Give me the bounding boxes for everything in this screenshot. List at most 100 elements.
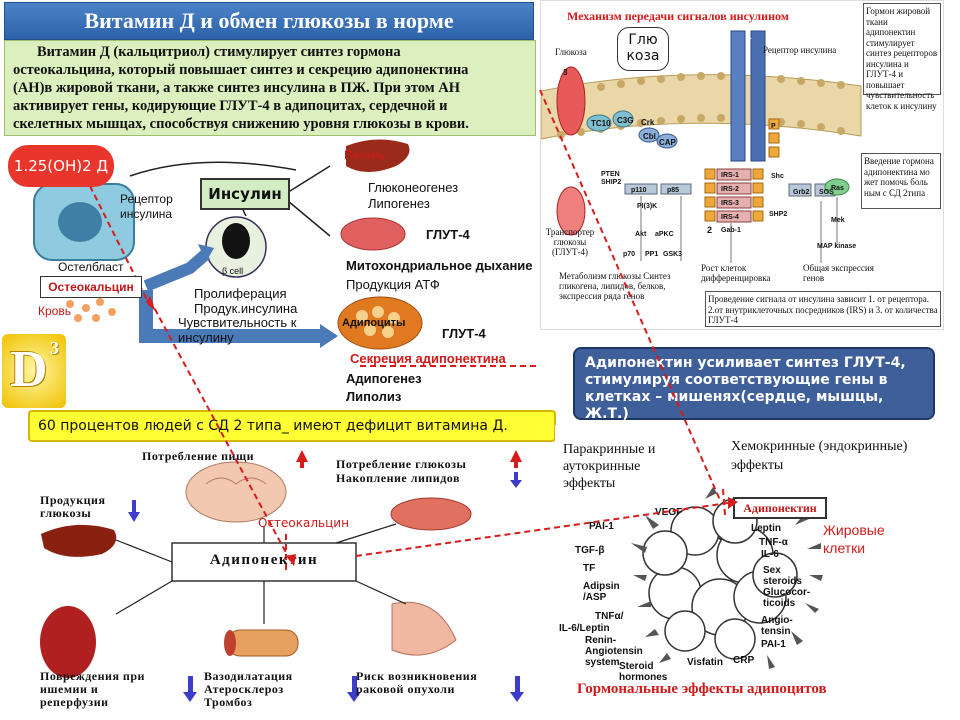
protein-p110: p110 [631, 187, 647, 194]
gene-expression-label: Общая экспрессия генов [803, 263, 874, 283]
factor-pai-1-r: PAI-1 [761, 639, 786, 650]
blood-label: Кровь [38, 304, 71, 318]
protein-irs3: IRS-3 [721, 200, 739, 207]
protein-pi3k: PI(3)K [637, 203, 658, 210]
factor-pai-1: PAI-1 [589, 521, 614, 532]
number-2: 2 [707, 225, 713, 235]
summary-line: Адипонектин усиливает синтез ГЛУТ-4, [585, 355, 906, 371]
osteoblast-label: Остелбласт [58, 260, 124, 274]
factor-tf: TF [583, 563, 596, 574]
summary-line: клетках – мишенях(сердце, мышцы, Ж.Т.) [585, 389, 884, 422]
glucose-label: Глюкоза [555, 47, 587, 57]
factor-steroid-hormones: Steroid hormones [619, 661, 668, 683]
insulin-signaling-panel: Механизм передачи сигналов инсулином Глю… [540, 0, 944, 330]
protein-mek: Mek [831, 217, 845, 224]
protein-ras: Ras [831, 185, 844, 192]
protein-crk: Crk [641, 118, 655, 127]
deficiency-banner: 60 процентов людей с СД 2 типа_ имеют де… [28, 410, 556, 442]
mechanism-title: Механизм передачи сигналов инсулином [567, 9, 789, 23]
adiponectin-note-mid: Введение гормона адипонектина мо жет пом… [861, 153, 941, 209]
factor-renin-angiotensin: Renin-Angiotensin system [585, 635, 643, 668]
intro-line: активирует гены, кодирующие ГЛУТ-4 в ади… [13, 98, 448, 114]
glucose-production-label: Продукция глюкозы [40, 493, 106, 520]
adiponectin-effects-panel: Потребление пищи Потребление глюкозы Нак… [36, 444, 526, 720]
protein-c3g: C3G [617, 116, 634, 125]
protein-sos: SOS [819, 189, 834, 196]
mito-respiration-label: Митохондриальное дыхание [346, 258, 533, 273]
food-intake-label: Потребление пищи [142, 449, 255, 463]
beta-effect-proliferation: Пролиферация [194, 286, 287, 301]
liver-effect-lipogenesis: Липогенез [368, 196, 430, 211]
ischemia-label: Повреждения при ишемии и реперфузии [40, 669, 145, 709]
adiponectin-rect-label: Адипонектин [733, 497, 827, 519]
number-3: 3 [563, 68, 568, 77]
protein-gab1: Gab-1 [721, 227, 741, 234]
vasodilation-label: Вазодилатация Атеросклероз Тромбоз [204, 669, 293, 709]
intro-line: остеокальцина, который повышает синтез и… [13, 62, 469, 78]
factor-crp: CRP [733, 655, 755, 666]
glucose-bubble: Глю коза [617, 27, 669, 71]
factor-tgf-beta: TGF-β [575, 545, 605, 556]
factor-vegf: VEGF [655, 507, 683, 518]
protein-cbl: Cbl [643, 132, 656, 141]
protein-irs4: IRS-4 [721, 214, 739, 221]
liver-label: Печень [344, 148, 385, 162]
superscript-3: 3 [50, 338, 59, 358]
page-title: Витамин Д и обмен глюкозы в норме [4, 2, 534, 40]
adipocyte-effects-caption: Гормональные эффекты адипоцитов [577, 681, 827, 697]
intro-line: скелетных мышцах, способствуя снижению у… [13, 116, 469, 132]
adipocyte-hormones-panel: Паракринные и аутокринные эффекты Хемокр… [555, 425, 960, 720]
protein-irs2: IRS-2 [721, 186, 739, 193]
adiponectin-summary: Адипонектин усиливает синтез ГЛУТ-4, сти… [573, 347, 935, 422]
adiponectin-secretion-label: Секреция адипонектина [350, 351, 506, 366]
protein-irs1: IRS-1 [721, 172, 739, 179]
protein-apkc: aPKC [655, 231, 674, 238]
insulin-box: Инсулин [200, 178, 290, 210]
protein-cap: CAP [659, 138, 676, 147]
summary-line: стимулируя соответствующие гены в [585, 372, 888, 388]
liver-effect-gluconeogenesis: Глюконеогенез [368, 180, 459, 195]
cell-growth-label: Рост клеток дифференцировка [701, 263, 771, 283]
fat-cells-label: Жировые клетки [823, 522, 885, 556]
vitamin-d3-logo: D 3 [2, 334, 66, 408]
lipid-accumulation-label: Накопление липидов [336, 471, 460, 485]
tumor-risk-label: Риск возникновения раковой опухоли [356, 669, 478, 696]
adipogenesis-label: Адипогенез [346, 371, 422, 386]
receptor-label: Рецептор инсулина [763, 45, 837, 55]
protein-grb2: Grb2 [793, 189, 810, 196]
factor-il6-r: IL-6 [761, 549, 779, 560]
adiponectin-center-label: Адипонектин [209, 552, 319, 568]
factor-leptin: Leptin [751, 523, 781, 534]
intro-line: (АН)в жировой ткани, а также синтез инсу… [13, 80, 461, 96]
factor-adipsin: Adipsin /ASP [583, 581, 620, 603]
factor-tnf-alpha: TNFα/ [595, 611, 624, 622]
factor-angiotensin: Angio-tensin [761, 615, 793, 637]
metabolism-label: Метаболизм глюкозы Синтез гликогена, лип… [559, 271, 671, 301]
protein-pten: PTEN SHIP2 [601, 171, 622, 186]
pathway-diagram [33, 139, 540, 367]
protein-p70: p70 [623, 251, 636, 258]
signal-dependence-note: Проведение сигнала от инсулина зависит 1… [705, 291, 941, 327]
number-1: 1 [747, 32, 752, 41]
glut4-adipo-label: ГЛУТ-4 [442, 326, 486, 341]
factor-tnf-alpha-r: TNF-α [759, 537, 788, 548]
transporter-label: Транспортер глюкозы (ГЛУТ-4) [545, 227, 595, 257]
adiponectin-note-top: Гормон жировой ткани адипонектин стимули… [863, 3, 941, 111]
factor-il6-leptin: IL-6/Leptin [559, 623, 610, 634]
factor-visfatin: Visfatin [687, 657, 723, 668]
atp-production-label: Продукция АТФ [346, 277, 440, 292]
glucose-uptake-label: Потребление глюкозы [336, 457, 467, 471]
insulin-receptor-label: Рецептор инсулина [120, 192, 173, 221]
adipocytes-label: Адипоциты [342, 317, 406, 329]
vitamin-d-badge: 1.25(OH)2 Д [8, 145, 114, 187]
protein-shp2: SHP2 [769, 211, 788, 218]
protein-p85: p85 [667, 187, 680, 194]
beta-cell-label: β cell [222, 266, 244, 276]
osteocalcin-lower-label: Остеокальцин [258, 516, 349, 530]
insulin-sensitivity-label: Чувствительность к инсулину [178, 315, 297, 345]
factor-sex-steroids: Sex steroids Glucocor-ticoids [763, 565, 811, 609]
adipocyte-cluster-illustration [631, 487, 823, 669]
endocrine-label: Хемокринные (эндокринные) эффекты [731, 439, 908, 473]
protein-shc: Shc [771, 173, 784, 180]
protein-map-kinase: MAP kinase [817, 243, 857, 250]
